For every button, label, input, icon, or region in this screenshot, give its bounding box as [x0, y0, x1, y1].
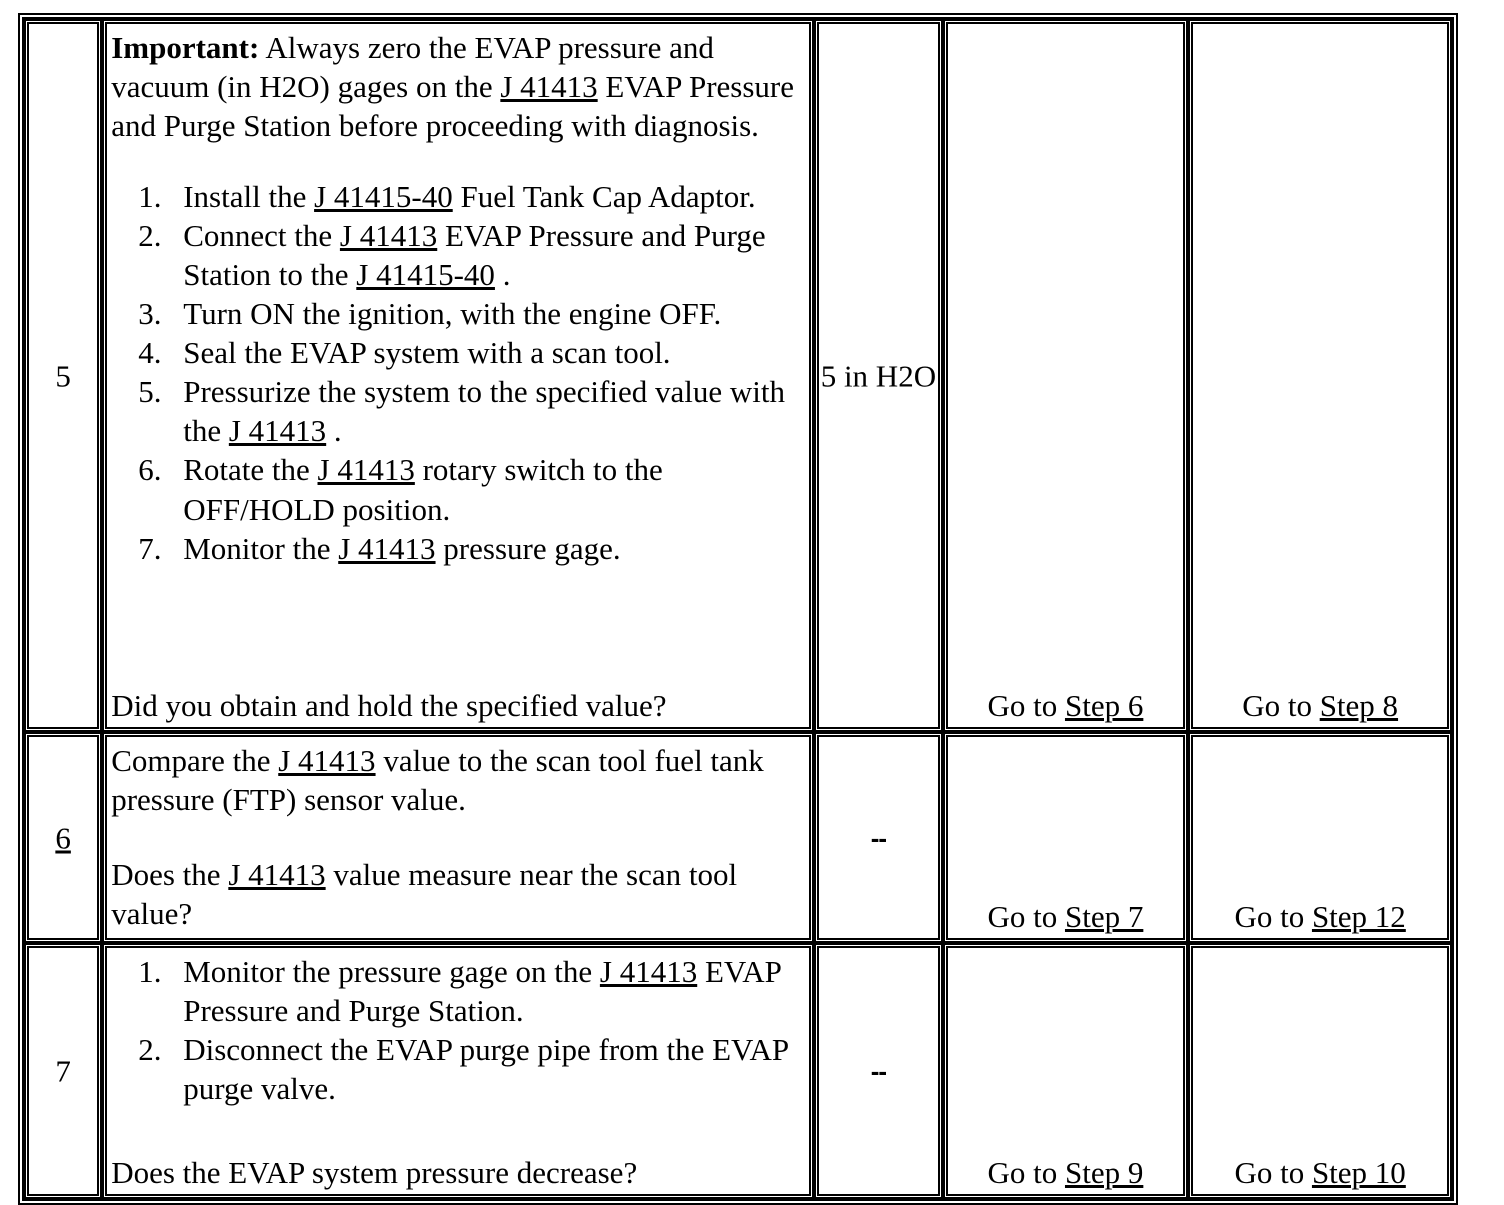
no-action-5: Go to Step 8 — [1193, 687, 1447, 723]
tool-ref-j41413: J 41413 — [500, 69, 598, 105]
list-item: Turn ON the ignition, with the engine OF… — [169, 294, 807, 333]
step-number-6: 6 — [55, 820, 71, 855]
specified-value-7: -- — [870, 1056, 887, 1086]
goto-target-link[interactable]: Step 8 — [1319, 687, 1399, 723]
yes-cell-5: Go to Step 6 — [942, 19, 1189, 732]
goto-label: Go to — [987, 1154, 1065, 1190]
goto-label: Go to — [1234, 898, 1312, 934]
substep-text: Rotate the — [183, 452, 318, 488]
step-number-cell-7: 7 — [24, 943, 103, 1199]
tool-ref-j41413: J 41413 — [317, 452, 415, 488]
question-text-tail: value measure near the scan tool value? — [111, 857, 738, 932]
action-cell-6: Compare the J 41413 value to the scan to… — [102, 732, 815, 943]
substep-text-tail: Fuel Tank Cap Adaptor. — [452, 179, 756, 215]
table-row: 6 Compare the J 41413 value to the scan … — [24, 732, 1452, 943]
yes-cell-7: Go to Step 9 — [942, 943, 1189, 1199]
goto-target-link[interactable]: Step 12 — [1311, 898, 1406, 934]
no-action-6: Go to Step 12 — [1193, 898, 1447, 934]
specified-value-6: -- — [870, 822, 887, 853]
substep-text: Monitor the — [183, 530, 339, 566]
substep-text: Pressurize the system to the specified v… — [183, 374, 785, 449]
goto-target-link[interactable]: Step 6 — [1064, 687, 1144, 723]
substep-text: Connect the — [183, 218, 340, 254]
list-item: Disconnect the EVAP purge pipe from the … — [169, 1030, 807, 1108]
substep-list-5: Install the J 41415-40 Fuel Tank Cap Ada… — [111, 177, 807, 567]
goto-target-link[interactable]: Step 9 — [1064, 1154, 1144, 1190]
substep-text: Seal the EVAP system with a scan tool. — [183, 335, 671, 371]
substep-text: Disconnect the EVAP purge pipe from the … — [183, 1032, 788, 1107]
step-number-7: 7 — [55, 1053, 71, 1089]
question-5: Did you obtain and hold the specified va… — [111, 687, 667, 723]
no-cell-7: Go to Step 10 — [1188, 943, 1452, 1199]
no-cell-5: Go to Step 8 — [1188, 19, 1452, 732]
tool-ref-j41413: J 41413 — [278, 743, 376, 778]
important-note-5: Important: Always zero the EVAP pressure… — [111, 28, 807, 145]
step-number-cell-5: 5 — [24, 19, 103, 732]
yes-action-5: Go to Step 6 — [948, 687, 1184, 723]
important-note-text: Always zero the EVAP pressure and vacuum… — [111, 30, 714, 105]
substep-text-tail: pressure gage. — [435, 530, 621, 566]
yes-cell-6: Go to Step 7 — [942, 732, 1189, 943]
value-cell-7: -- — [814, 943, 943, 1199]
specified-value-5: 5 in H2O — [820, 358, 937, 393]
table-row: 7 Monitor the pressure gage on the J 414… — [24, 943, 1452, 1199]
substep-list-7: Monitor the pressure gage on the J 41413… — [111, 952, 807, 1108]
list-item: Monitor the pressure gage on the J 41413… — [169, 952, 807, 1030]
spacer — [111, 147, 807, 177]
important-label: Important: — [111, 30, 260, 65]
instruction-text: Compare the — [111, 743, 279, 778]
list-item: Monitor the J 41413 pressure gage. — [169, 529, 807, 568]
step-number-cell-6: 6 — [24, 732, 103, 943]
diagnostic-table-container: 5 Important: Always zero the EVAP pressu… — [18, 13, 1458, 1205]
list-item: Seal the EVAP system with a scan tool. — [169, 333, 807, 372]
diagnostic-procedure-table: 5 Important: Always zero the EVAP pressu… — [18, 13, 1458, 1205]
action-cell-7: Monitor the pressure gage on the J 41413… — [102, 943, 815, 1199]
list-item: Connect the J 41413 EVAP Pressure and Pu… — [169, 216, 807, 294]
substep-text-mid: EVAP Pressure and Purge Station to the — [183, 218, 766, 293]
list-item: Rotate the J 41413 rotary switch to the … — [169, 450, 807, 528]
instruction-6: Compare the J 41413 value to the scan to… — [111, 741, 807, 819]
goto-target-link[interactable]: Step 10 — [1311, 1154, 1406, 1190]
goto-target-link[interactable]: Step 7 — [1064, 898, 1144, 934]
list-item: Pressurize the system to the specified v… — [169, 372, 807, 450]
value-cell-5: 5 in H2O — [814, 19, 943, 732]
yes-action-7: Go to Step 9 — [948, 1154, 1184, 1190]
substep-text: Install the — [183, 179, 315, 215]
substep-text-tail: EVAP Pressure and Purge Station. — [183, 954, 781, 1029]
substep-text-tail: . — [494, 257, 511, 293]
action-cell-5: Important: Always zero the EVAP pressure… — [102, 19, 815, 732]
question-6: Does the J 41413 value measure near the … — [111, 855, 807, 933]
substep-text-tail: . — [326, 413, 342, 449]
instruction-text-tail: value to the scan tool fuel tank pressur… — [111, 743, 764, 818]
no-action-7: Go to Step 10 — [1193, 1154, 1447, 1190]
tool-ref-j41413: J 41413 — [599, 954, 698, 989]
tool-ref-j41413: J 41413 — [338, 530, 436, 566]
substep-text-tail: rotary switch to the OFF/HOLD position. — [183, 452, 663, 527]
substep-text: Monitor the pressure gage on the — [183, 954, 600, 989]
tool-ref-j41413: J 41413 — [339, 218, 438, 254]
goto-label: Go to — [987, 687, 1065, 723]
tool-ref-j41415-40: J 41415-40 — [356, 257, 495, 293]
goto-label: Go to — [1234, 1154, 1312, 1190]
goto-label: Go to — [987, 898, 1065, 934]
tool-ref-j41413: J 41413 — [228, 857, 326, 893]
spacer — [111, 819, 807, 855]
table-row: 5 Important: Always zero the EVAP pressu… — [24, 19, 1452, 732]
important-note-tail: EVAP Pressure and Purge Station before p… — [111, 69, 795, 144]
question-7: Does the EVAP system pressure decrease? — [111, 1154, 638, 1190]
substep-text: Turn ON the ignition, with the engine OF… — [183, 296, 722, 332]
tool-ref-j41413: J 41413 — [228, 413, 327, 449]
value-cell-6: -- — [814, 732, 943, 943]
tool-ref-j41415-40: J 41415-40 — [314, 179, 453, 215]
no-cell-6: Go to Step 12 — [1188, 732, 1452, 943]
goto-label: Go to — [1242, 687, 1320, 723]
step-number-5: 5 — [55, 358, 71, 393]
yes-action-6: Go to Step 7 — [948, 898, 1184, 934]
list-item: Install the J 41415-40 Fuel Tank Cap Ada… — [169, 177, 807, 216]
question-text: Does the — [111, 857, 229, 893]
